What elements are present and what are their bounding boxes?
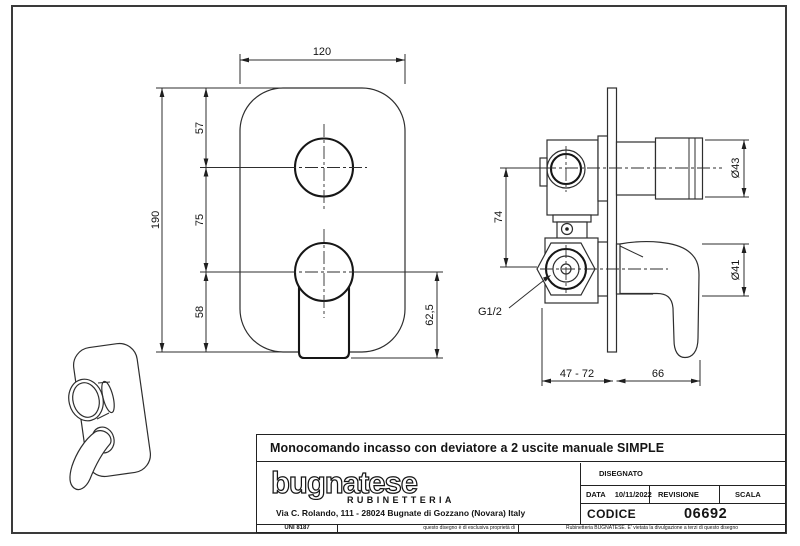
codice-label: CODICE: [587, 506, 637, 521]
data-label: DATA: [586, 489, 606, 499]
dim-top-offset-label: 57: [194, 122, 206, 134]
dim-handle-diameter-label: Ø41: [730, 260, 742, 281]
property-note-left: questo disegno è di esclusiva proprietà …: [338, 525, 519, 532]
sheet-border: [11, 5, 787, 534]
brand-logo-text: bugnatese: [271, 465, 418, 500]
brand-address: Via C. Rolando, 111 - 28024 Bugnate di G…: [276, 507, 526, 518]
disegnato-label: DISEGNATO: [599, 468, 643, 478]
dim-protrusion-label: 66: [652, 368, 664, 380]
data-cell: DATA 10/11/2022: [581, 485, 652, 503]
footer-strip: UNI 8187 questo disegno è di esclusiva p…: [257, 524, 785, 532]
dim-knob-diameter-label: Ø43: [730, 158, 742, 179]
scala-label: SCALA: [735, 489, 761, 499]
scala-cell: SCALA: [720, 486, 785, 503]
brand-logo: bugnatese: [270, 464, 419, 500]
codice-value: 06692: [684, 505, 728, 522]
disegnato-row: DISEGNATO: [581, 463, 785, 486]
standard-ref: UNI 8187: [257, 525, 338, 532]
iso-lever-blade: [69, 430, 112, 491]
front-lever-stem: [297, 285, 351, 360]
title-block: Monocomando incasso con deviatore a 2 us…: [256, 434, 786, 533]
dim-recess-depth-label: 47 - 72: [560, 368, 594, 380]
codice-row: CODICE 06692: [581, 504, 785, 525]
iso-knob: [68, 378, 104, 422]
drawing-description: Monocomando incasso con deviatore a 2 us…: [257, 435, 785, 462]
dim-center-distance-label: 75: [194, 214, 206, 226]
data-value: 10/11/2022: [614, 489, 652, 499]
lever-blade: [619, 240, 700, 359]
dim-height-label: 190: [150, 211, 162, 229]
iso-view: [68, 342, 152, 491]
title-block-fields: DISEGNATO DATA 10/11/2022 REVISIONE SCALA…: [581, 463, 785, 526]
revisione-cell: REVISIONE: [650, 485, 720, 503]
thread-label: G1/2: [478, 306, 502, 318]
wall-plate-profile: [606, 87, 618, 353]
revisione-label: REVISIONE: [658, 489, 699, 499]
brand-cell: bugnatese RUBINETTERIA Via C. Rolando, 1…: [257, 462, 581, 525]
front-view: 120 190 57 75 58 62,5: [150, 46, 443, 360]
knob-neck: [615, 141, 657, 196]
side-view: 74 Ø43 Ø41 G1/2: [478, 87, 749, 386]
dim-port-distance-label: 74: [493, 211, 505, 223]
dim-width-label: 120: [313, 46, 331, 58]
brand-division: RUBINETTERIA: [347, 494, 455, 505]
dim-handle-drop-label: 62,5: [424, 304, 436, 325]
data-revisione-scala-row: DATA 10/11/2022 REVISIONE SCALA: [581, 485, 785, 504]
title-block-middle: bugnatese RUBINETTERIA Via C. Rolando, 1…: [257, 462, 785, 526]
property-note-right: Rubinetteria BUGNATESE. E' vietata la di…: [565, 525, 739, 532]
dim-bottom-offset-label: 58: [194, 306, 206, 318]
